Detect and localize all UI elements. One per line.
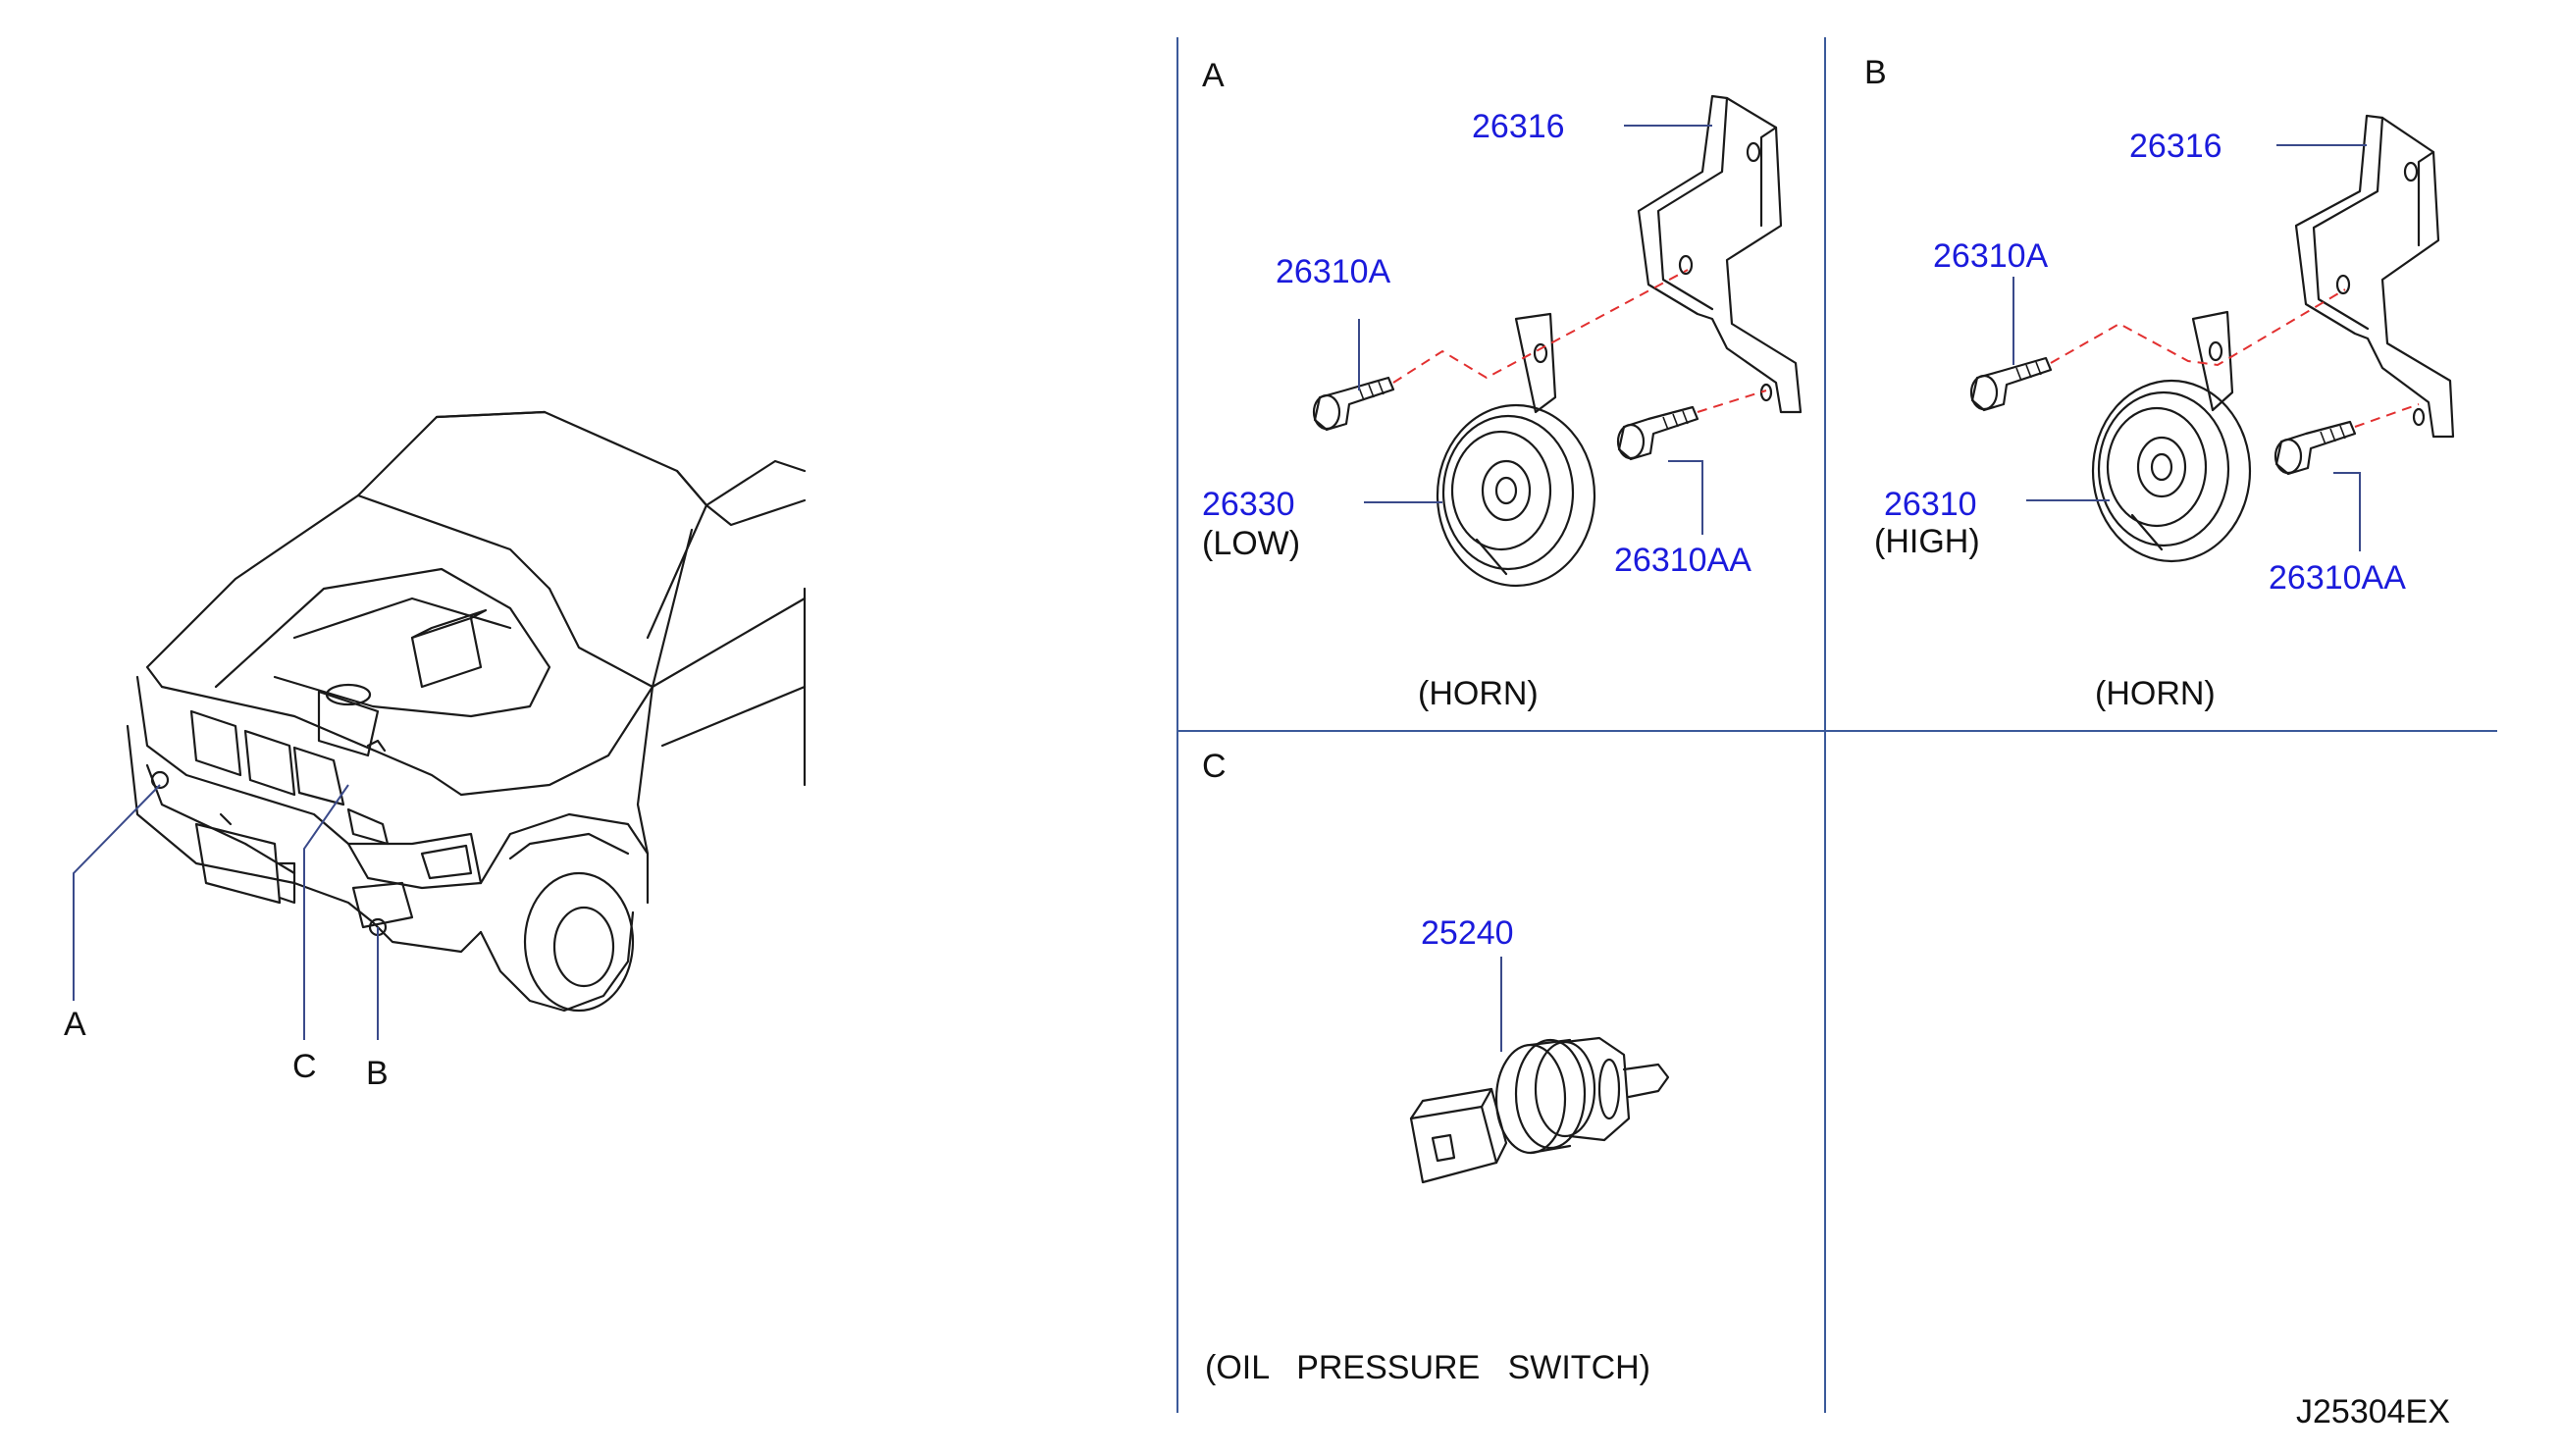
part-25240: 25240 — [1421, 914, 1514, 952]
part-26310aa-a: 26310AA — [1614, 542, 1751, 579]
panel-c-caption: (OIL PRESSURE SWITCH) — [1205, 1349, 1650, 1386]
panel-a-letter: A — [1202, 57, 1225, 94]
horn-26310 — [2091, 310, 2252, 563]
panel-a-leaders — [1358, 125, 1712, 535]
bracket-26316-b — [2294, 114, 2455, 439]
bolt-26310aa-a — [1616, 405, 1699, 461]
oil-pressure-switch-25240 — [1409, 1036, 1670, 1184]
part-26330: 26330 — [1202, 486, 1295, 523]
overview-callouts — [73, 784, 379, 1040]
part-26316-b: 26316 — [2129, 128, 2222, 165]
bolt-26310a-b — [1969, 356, 2053, 412]
bracket-26316-a — [1637, 94, 1803, 414]
part-26330-note: (LOW) — [1202, 525, 1300, 562]
part-26310a-a: 26310A — [1276, 253, 1391, 290]
guide-a-lower — [1697, 390, 1767, 413]
bolt-26310aa-b — [2274, 420, 2357, 476]
part-26310aa-b: 26310AA — [2269, 559, 2406, 597]
guide-b-lower — [2354, 403, 2420, 428]
callout-c: C — [292, 1048, 317, 1085]
part-26310-note: (HIGH) — [1874, 523, 1980, 560]
horn-26330 — [1436, 312, 1596, 588]
callout-a: A — [64, 1006, 86, 1043]
guide-b-upper — [2050, 288, 2346, 367]
panel-b-caption: (HORN) — [2095, 675, 2216, 712]
panel-b-leaders — [2012, 144, 2367, 551]
guide-a-upper — [1392, 269, 1689, 384]
diagram-code: J25304EX — [2296, 1393, 2450, 1430]
callout-b: B — [366, 1055, 389, 1092]
part-26316-a: 26316 — [1472, 108, 1565, 145]
panel-a-caption: (HORN) — [1418, 675, 1539, 712]
part-26310a-b: 26310A — [1933, 237, 2049, 275]
part-26310: 26310 — [1884, 486, 1977, 523]
bolt-26310a-a — [1312, 376, 1395, 432]
panel-c-letter: C — [1202, 748, 1227, 785]
vehicle-overview — [126, 410, 807, 1013]
panel-grid — [1176, 37, 2497, 1413]
panel-b-letter: B — [1864, 54, 1887, 91]
